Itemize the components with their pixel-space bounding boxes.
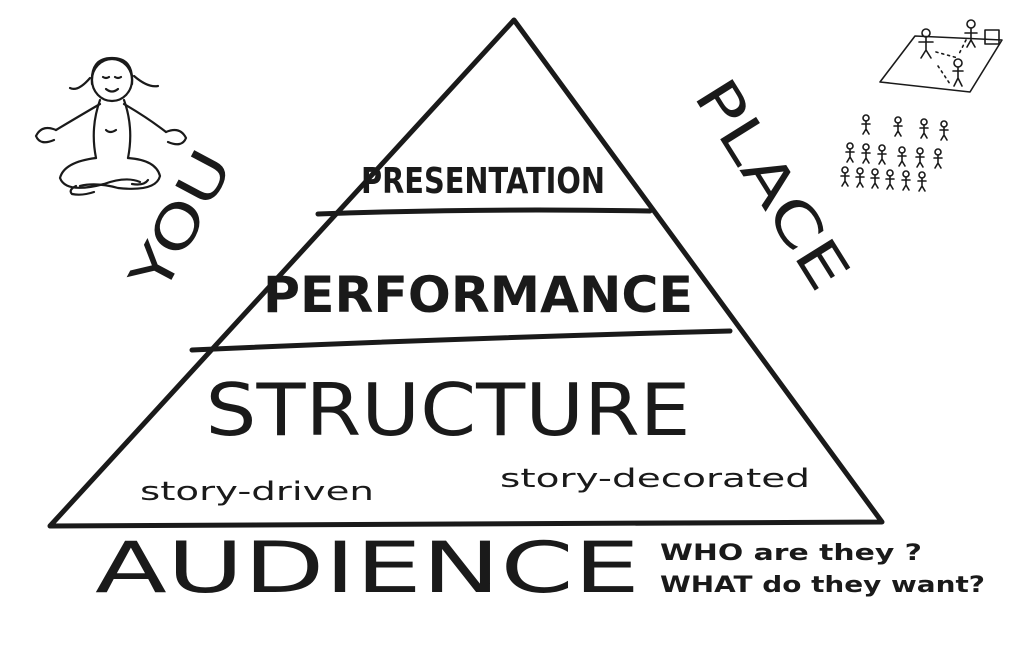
side-label-place: PLACE [681,67,863,302]
level-structure: STRUCTURE [206,368,691,452]
level-presentation: PRESENTATION [361,161,605,202]
audience-row-2 [845,142,943,169]
meditating-figure-icon [34,56,188,196]
audience-row-1 [861,114,949,141]
note-story-driven: story-driven [140,477,374,507]
side-label-you: YOU [117,140,245,304]
note-story-decorated: story-decorated [500,464,810,494]
audience-row-3 [840,166,927,192]
audience-stage-icon [840,19,1003,192]
base-label-audience: AUDIENCE [95,527,640,609]
level-performance: PERFORMANCE [263,266,693,324]
pyramid-outline [47,17,885,529]
audience-question-who: WHO are they ? [660,541,922,566]
audience-question-what: WHAT do they want? [660,573,985,598]
